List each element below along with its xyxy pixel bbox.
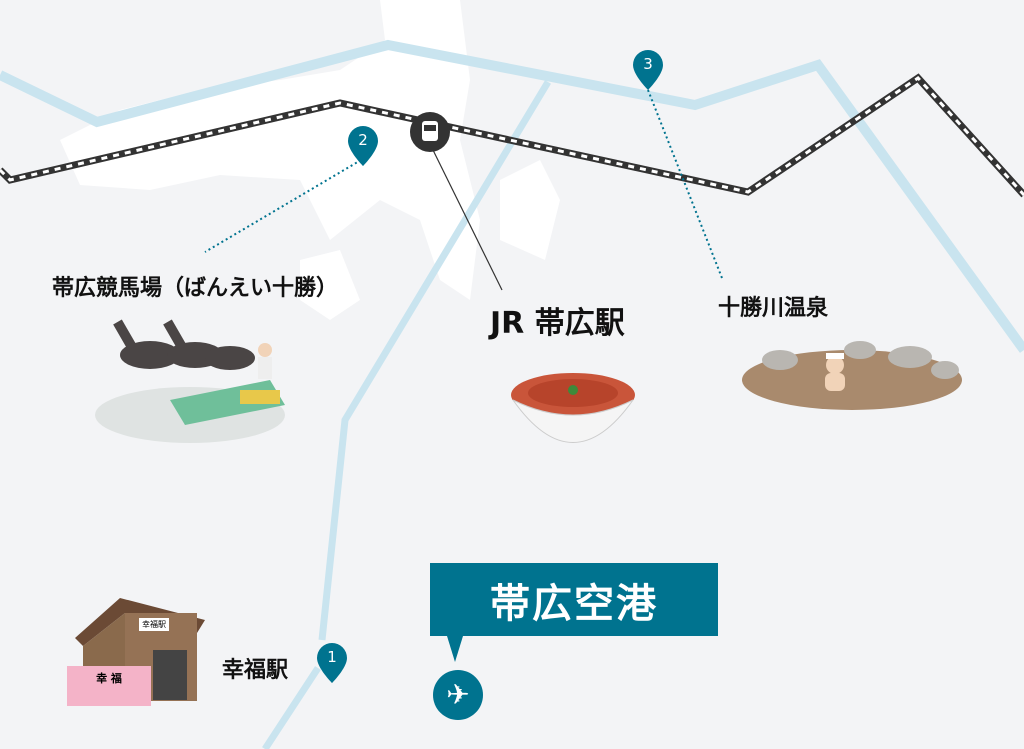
kofuku-ticket: 幸 福: [67, 666, 151, 706]
land-areas: [60, 0, 560, 320]
leader-lines: [204, 89, 723, 279]
callout-pointer: [447, 636, 463, 662]
map-pin-icon: [317, 643, 347, 683]
railway: [0, 73, 1024, 198]
station-sign: 幸福駅: [139, 618, 169, 631]
map-pin-icon: [348, 126, 378, 166]
pin-2[interactable]: 2: [348, 126, 378, 166]
station-house-drawing: [75, 598, 205, 703]
kofuku-station-illustration: 幸福駅 幸 福: [67, 598, 205, 708]
roads: [0, 39, 1024, 749]
airport-callout[interactable]: 帯広空港: [430, 563, 718, 636]
pin-number: 3: [643, 55, 653, 73]
label-onsen[interactable]: 十勝川温泉: [718, 296, 829, 321]
pin-1[interactable]: 1: [317, 643, 347, 683]
label-station[interactable]: JR 帯広駅: [490, 306, 625, 341]
train-icon[interactable]: [410, 112, 450, 152]
map-pin-icon: [633, 50, 663, 90]
racehorse-illustration: [95, 319, 285, 443]
airport-label: 帯広空港: [490, 580, 658, 627]
hot-spring-illustration: [742, 341, 962, 410]
pin-3[interactable]: 3: [633, 50, 663, 90]
airplane-icon[interactable]: ✈: [433, 670, 483, 720]
label-racecourse[interactable]: 帯広競馬場（ばんえい十勝）: [52, 276, 339, 301]
butadon-bowl-illustration: [511, 373, 635, 443]
pin-number: 2: [358, 131, 368, 149]
label-kofuku[interactable]: 幸福駅: [222, 658, 289, 683]
pin-number: 1: [327, 648, 337, 666]
station-leader-line: [431, 147, 503, 291]
